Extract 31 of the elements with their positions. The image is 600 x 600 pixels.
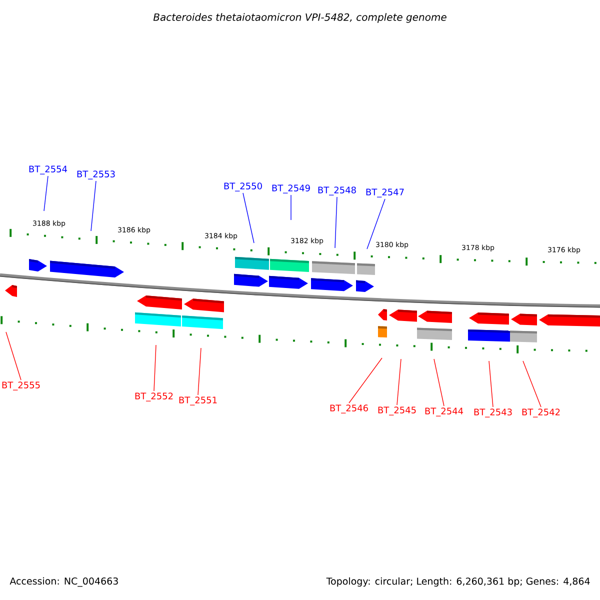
gene-label: BT_2544	[425, 408, 464, 416]
leader-line	[366, 198, 386, 250]
leader-line	[348, 358, 382, 404]
leader-line	[44, 176, 48, 212]
leader-line	[522, 360, 542, 408]
leader-line	[198, 348, 202, 396]
leader-line	[154, 344, 156, 392]
leader-line	[334, 196, 338, 248]
leader-line	[290, 194, 292, 220]
leader-line	[242, 192, 254, 244]
gene-label: BT_2545	[378, 406, 416, 416]
gene-label: BT_2550	[224, 182, 262, 192]
gene-label: BT_2542	[522, 408, 560, 418]
footer-text: Accession: NC_004663	[10, 577, 118, 587]
gene-label: BT_2549	[272, 184, 310, 194]
gene-label: BT_2553	[77, 170, 115, 180]
leader-line	[488, 360, 494, 408]
gene-label: BT_2551	[179, 396, 217, 406]
gene-label: BT_2547	[366, 188, 404, 198]
leader-line	[434, 358, 444, 406]
gene-label: BT_2555	[2, 382, 40, 390]
gene-label: BT_2543	[474, 408, 512, 418]
gene-label: BT_2546	[330, 404, 368, 414]
leader-line	[6, 332, 22, 380]
gene-label: BT_2548	[318, 186, 356, 196]
title: Bacteroides thetaiotaomicron VPI-5482, complete genome	[153, 13, 446, 23]
gene-label: BT_2554	[29, 166, 68, 174]
leader-line	[90, 180, 96, 232]
gene-label: BT_2552	[135, 392, 173, 402]
footer-text: Topology: circular; Length: 6,260,361 bp; Genes: 4,864	[326, 577, 590, 587]
leader-line	[396, 358, 402, 406]
